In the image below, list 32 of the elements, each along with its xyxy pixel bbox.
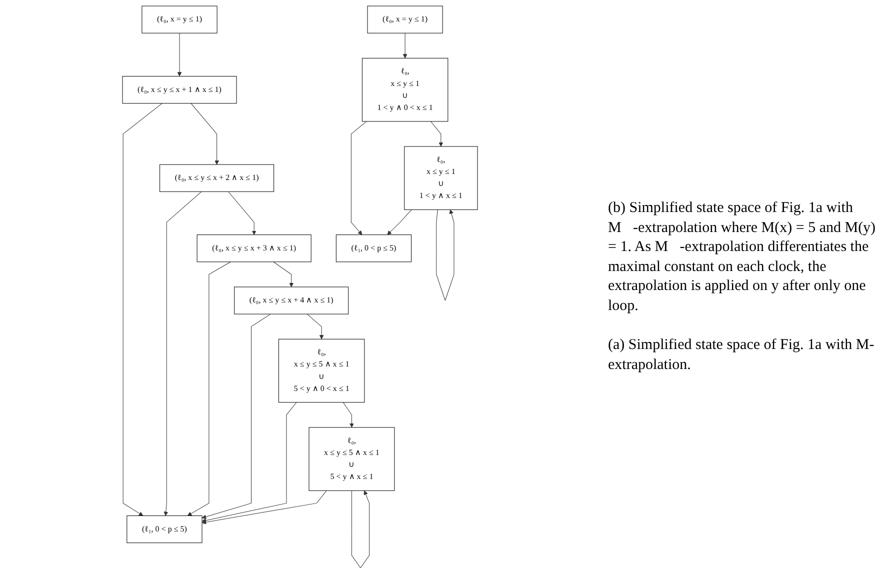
arrow <box>351 490 370 568</box>
node-box: ℓ₀, x ≤ y ≤ 5 ∧ x ≤ 1 ∪ 5 < y ∧ x ≤ 1 <box>308 427 395 491</box>
node-box: (ℓ₁, 0 < p ≤ 5) <box>126 515 202 544</box>
arrow <box>187 262 231 516</box>
arrow <box>436 209 454 301</box>
node-box: (ℓ₀, x ≤ y ≤ x + 1 ∧ x ≤ 1) <box>122 76 237 104</box>
node-box: ℓ₀, x ≤ y ≤ 1 ∪ 1 < y ∧ x ≤ 1 <box>404 146 478 210</box>
arrow <box>177 32 182 76</box>
node-box: ℓ₀, x ≤ y ≤ 5 ∧ x ≤ 1 ∪ 5 < y ∧ 0 < x ≤ 1 <box>278 338 365 403</box>
arrow <box>350 121 367 235</box>
figure-caption: (b) Simplified state space of Fig. 1a with M⃗-extrapolation where M(x) = 5 and M(y) = 1. As M⃗-extrapolation differentiates the maximal constant on each clock, the extrapolation is applied on y after only one loop. <box>608 199 877 316</box>
figure-caption: (a) Simplified state space of Fig. 1a with M-extrapolation. <box>608 336 876 374</box>
node-box: (ℓ₀, x ≤ y ≤ x + 3 ∧ x ≤ 1) <box>196 234 312 262</box>
arrow <box>202 314 271 519</box>
node-box: ℓ₀, x ≤ y ≤ 1 ∪ 1 < y ∧ 0 < x ≤ 1 <box>362 58 448 122</box>
arrow <box>342 402 354 428</box>
arrow <box>387 209 412 235</box>
arrow <box>228 191 256 235</box>
node-box: (ℓ₀, x = y ≤ 1) <box>142 6 218 34</box>
arrow <box>164 191 202 516</box>
node-box: (ℓ₀, x = y ≤ 1) <box>367 6 443 34</box>
node-box: (ℓ₁, 0 < p ≤ 5) <box>336 234 412 262</box>
arrow <box>122 103 162 516</box>
arrow <box>430 121 444 147</box>
arrow <box>202 490 327 524</box>
arrow <box>306 314 324 340</box>
arrow <box>202 402 297 523</box>
arrow <box>273 262 294 288</box>
node-box: (ℓ₀, x ≤ y ≤ x + 2 ∧ x ≤ 1) <box>160 164 274 192</box>
arrow <box>402 32 408 58</box>
node-box: (ℓ₀, x ≤ y ≤ x + 4 ∧ x ≤ 1) <box>234 286 349 314</box>
arrow <box>190 103 219 165</box>
